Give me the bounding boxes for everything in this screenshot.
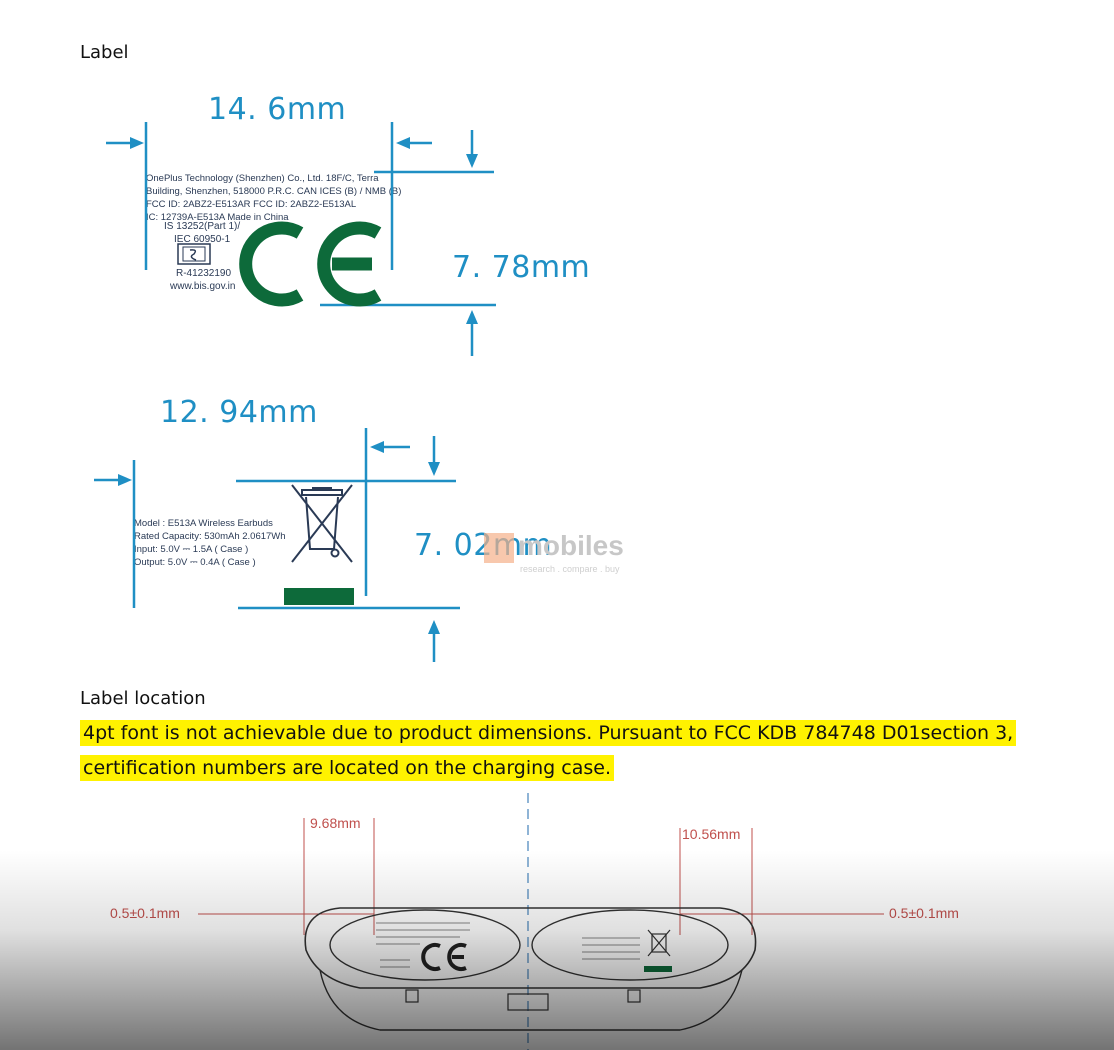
label1-info-block: OnePlus Technology (Shenzhen) Co., Ltd. … <box>146 172 401 224</box>
label1-line: Building, Shenzhen, 518000 P.R.C. CAN IC… <box>146 186 402 197</box>
arrowhead-icon <box>396 137 410 149</box>
ce-mark-icon <box>239 221 382 307</box>
label2-info-block: Model : E513A Wireless Earbuds Rated Cap… <box>134 517 286 569</box>
label1-height-dimension: 7. 78mm <box>452 250 591 285</box>
label2-line: Input: 5.0V ⎓ 1.5A ( Case ) <box>134 544 249 555</box>
bis-url: www.bis.gov.in <box>170 281 236 292</box>
case-right-width-dimension: 10.56mm <box>682 826 741 842</box>
watermark-tagline: research . compare . buy <box>520 564 620 574</box>
watermark-logo-icon <box>484 533 514 563</box>
label1-line: IC: 12739A-E513A Made in China <box>146 212 289 223</box>
label2-dimension-lines <box>94 428 460 662</box>
case-ce-mark-icon <box>421 943 467 971</box>
section-heading-label: Label <box>80 42 129 63</box>
bis-standard-line: IEC 60950-1 <box>174 234 231 245</box>
case-hinges <box>405 989 641 1011</box>
arrowhead-icon <box>466 310 478 324</box>
weee-underline-bar <box>284 588 354 605</box>
arrowhead-icon <box>428 462 440 476</box>
label1-line: OnePlus Technology (Shenzhen) Co., Ltd. … <box>146 173 379 184</box>
case-right-label-text <box>582 937 640 960</box>
label1-dimension-lines <box>106 122 496 356</box>
charging-case-drawing <box>198 793 884 1050</box>
case-left-width-dimension: 9.68mm <box>310 815 361 831</box>
arrowhead-icon <box>466 154 478 168</box>
arrowhead-icon <box>118 474 132 486</box>
case-weee-icon <box>647 929 671 957</box>
arrowhead-icon <box>428 620 440 634</box>
arrowhead-icon <box>130 137 144 149</box>
bis-standard-line: IS 13252(Part 1)/ <box>164 221 241 232</box>
case-red-dimension-lines <box>198 818 884 935</box>
weee-crossed-bin-icon <box>291 484 353 563</box>
case-weee-bar <box>644 966 672 972</box>
watermark-brand: mobiles <box>518 530 624 561</box>
section-heading-label-location: Label location <box>80 688 206 709</box>
label1-bis-block: IS 13252(Part 1)/ IEC 60950-1 <box>164 220 240 246</box>
bis-registration: R-41232190 <box>176 268 232 279</box>
label1-line: FCC ID: 2ABZ2-E513AR FCC ID: 2ABZ2-E513A… <box>146 199 357 210</box>
label2-width-dimension: 12. 94mm <box>160 395 318 430</box>
label2-line: Rated Capacity: 530mAh 2.0617Wh <box>134 531 286 542</box>
label2-line: Output: 5.0V ⎓ 0.4A ( Case ) <box>134 557 256 568</box>
label1-width-dimension: 14. 6mm <box>208 92 347 127</box>
label2-line: Model : E513A Wireless Earbuds <box>134 518 273 529</box>
notice-line-2: certification numbers are located on the… <box>80 755 614 781</box>
notice-line-1: 4pt font is not achievable due to produc… <box>80 720 1017 746</box>
arrowhead-icon <box>370 441 384 453</box>
bis-mark-icon <box>177 243 211 265</box>
label2-height-dimension: 7. 02mm <box>414 528 552 563</box>
